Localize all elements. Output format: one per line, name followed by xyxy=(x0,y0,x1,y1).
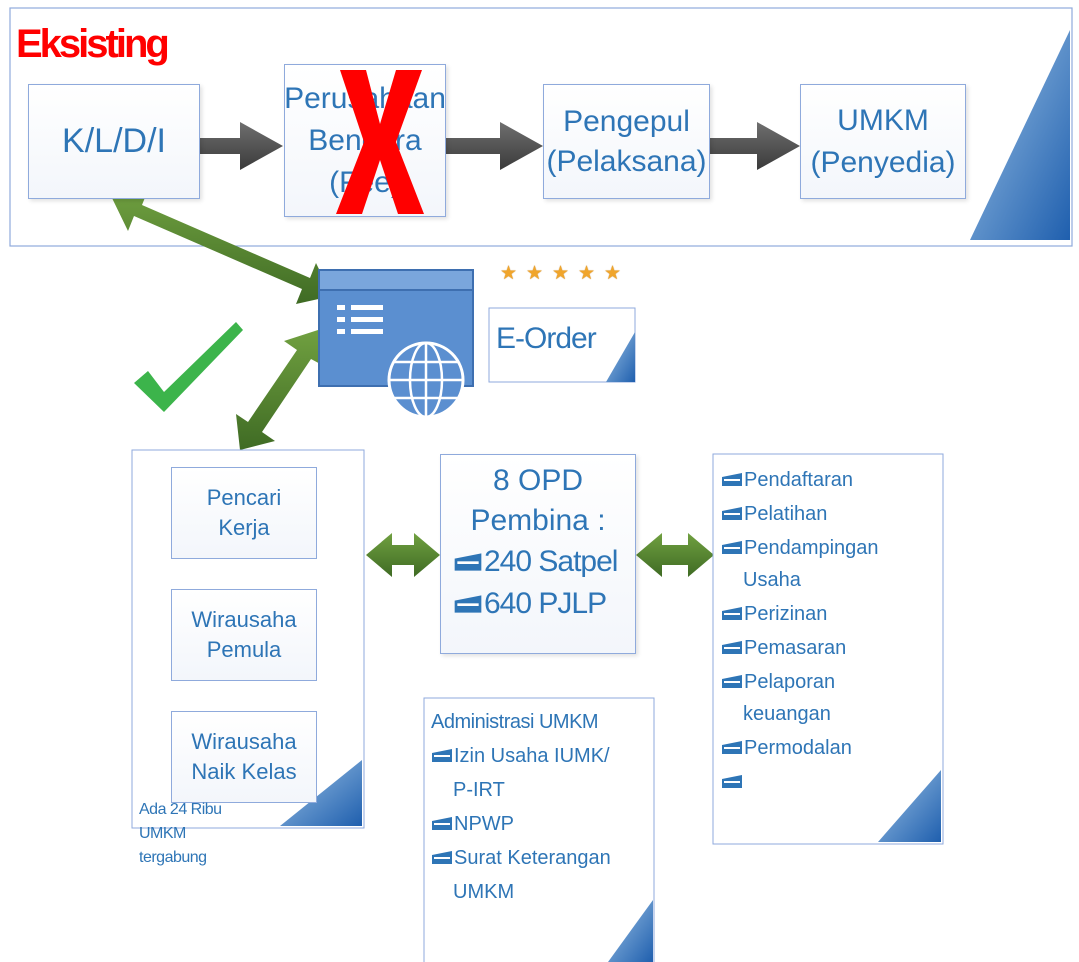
admin-label: Surat Keterangan xyxy=(454,847,611,869)
service-item: Pendaftaran xyxy=(721,468,939,492)
admin-label: Izin Usaha IUMK/ xyxy=(454,745,610,767)
service-label: Pendaftaran xyxy=(744,469,853,491)
opd-title-line: 8 OPD xyxy=(492,464,584,497)
service-item: Pelatihan xyxy=(721,502,939,526)
service-item: Pelaporan xyxy=(721,670,939,694)
ticket-icon xyxy=(722,473,742,486)
opd-box: 8 OPD Pembina : 240 Satpel 640 PJLP xyxy=(440,454,636,654)
services-frame xyxy=(712,453,944,845)
cross-mark-icon xyxy=(336,70,424,214)
categories-corner-fold xyxy=(280,760,362,826)
service-label: Permodalan xyxy=(744,737,852,759)
category-line: Wirausaha xyxy=(191,729,297,754)
star-icon: ★ xyxy=(578,263,596,284)
eorder-frame xyxy=(488,307,636,383)
service-label: Pendampingan xyxy=(744,537,879,559)
klldi-label: K/L/D/I xyxy=(62,122,166,160)
category-pencari-kerja: Pencari Kerja xyxy=(171,467,317,559)
opd-item: 640 PJLP xyxy=(441,583,635,625)
opd-item-label: 640 PJLP xyxy=(484,587,607,620)
services-corner-fold xyxy=(878,770,941,842)
umkm-box: UMKM (Penyedia) xyxy=(800,84,966,199)
ticket-icon xyxy=(722,641,742,654)
star-icon: ★ xyxy=(604,263,622,284)
opd-title-line: Pembina : xyxy=(470,504,606,537)
admin-label: NPWP xyxy=(454,813,514,835)
admin-frame xyxy=(423,697,655,962)
admin-corner-fold xyxy=(608,900,653,962)
pengepul-line-1: Pengepul xyxy=(563,104,690,138)
service-item xyxy=(721,770,939,794)
category-wirausaha-pemula: Wirausaha Pemula xyxy=(171,589,317,681)
service-label-cont: Usaha xyxy=(743,569,801,591)
klldi-box: K/L/D/I xyxy=(28,84,200,199)
opd-item: 240 Satpel xyxy=(441,541,635,583)
category-line: Pencari xyxy=(206,485,282,510)
category-line: Pemula xyxy=(206,637,282,662)
service-label: Pelaporan xyxy=(744,671,836,693)
services-list: Pendaftaran Pelatihan Pendampingan Usaha… xyxy=(721,468,939,794)
ticket-icon xyxy=(722,675,742,688)
pengepul-box: Pengepul (Pelaksana) xyxy=(543,84,710,199)
star-icon: ★ xyxy=(500,263,518,284)
service-item: Pendampingan xyxy=(721,536,939,560)
service-item: Perizinan xyxy=(721,602,939,626)
service-label: Perizinan xyxy=(744,603,828,625)
page-title: Eksisting xyxy=(16,22,170,66)
check-icon xyxy=(134,322,243,412)
arrow-pengepul-to-umkm xyxy=(710,122,800,170)
note-line: UMKM xyxy=(139,825,186,842)
admin-title: Administrasi UMKM xyxy=(431,711,599,733)
arrow-opd-to-services xyxy=(636,533,714,577)
umkm-line-2: (Penyedia) xyxy=(810,145,956,179)
note-line: Ada 24 Ribu xyxy=(139,801,222,818)
star-icon: ★ xyxy=(526,263,544,284)
star-icon: ★ xyxy=(552,263,570,284)
admin-item: Surat Keterangan xyxy=(431,846,653,870)
eorder-corner-fold xyxy=(606,332,635,382)
ticket-icon xyxy=(722,541,742,554)
admin-label-cont: UMKM xyxy=(453,881,515,903)
admin-list: Administrasi UMKM Izin Usaha IUMK/ P-IRT… xyxy=(431,710,653,904)
service-item: Pemasaran xyxy=(721,636,939,660)
service-item: Permodalan xyxy=(721,736,939,760)
eksisting-corner-fold xyxy=(970,30,1070,240)
ticket-icon xyxy=(432,817,452,830)
ticket-icon xyxy=(454,553,482,571)
ticket-icon xyxy=(722,607,742,620)
umkm-line-1: UMKM xyxy=(837,103,929,137)
note-line: tergabung xyxy=(139,849,207,866)
ticket-icon xyxy=(722,741,742,754)
admin-item: Izin Usaha IUMK/ xyxy=(431,744,653,768)
ticket-icon xyxy=(722,775,742,788)
category-line: Wirausaha xyxy=(191,607,297,632)
arrow-perusahaan-to-pengepul xyxy=(446,122,543,170)
admin-label-cont: P-IRT xyxy=(453,779,505,801)
category-line: Kerja xyxy=(218,515,270,540)
admin-item: NPWP xyxy=(431,812,653,836)
arrow-klldi-to-eorder xyxy=(112,190,332,304)
ticket-icon xyxy=(432,749,452,762)
web-app-icon xyxy=(318,269,474,419)
ticket-icon xyxy=(722,507,742,520)
pengepul-line-2: (Pelaksana) xyxy=(546,144,707,178)
ticket-icon xyxy=(454,595,482,613)
ticket-icon xyxy=(432,851,452,864)
arrow-klldi-to-perusahaan xyxy=(183,122,283,170)
category-line: Naik Kelas xyxy=(191,759,297,784)
service-label: Pelatihan xyxy=(744,503,828,525)
categories-note: Ada 24 Ribu UMKM tergabung xyxy=(139,798,222,870)
opd-item-label: 240 Satpel xyxy=(484,545,618,578)
category-wirausaha-naik-kelas: Wirausaha Naik Kelas xyxy=(171,711,317,803)
arrow-eorder-to-categories xyxy=(236,330,324,450)
arrow-categories-to-opd xyxy=(366,533,440,577)
service-label: Pemasaran xyxy=(744,637,847,659)
service-label-cont: keuangan xyxy=(743,703,831,725)
eorder-label: E-Order xyxy=(496,322,597,355)
